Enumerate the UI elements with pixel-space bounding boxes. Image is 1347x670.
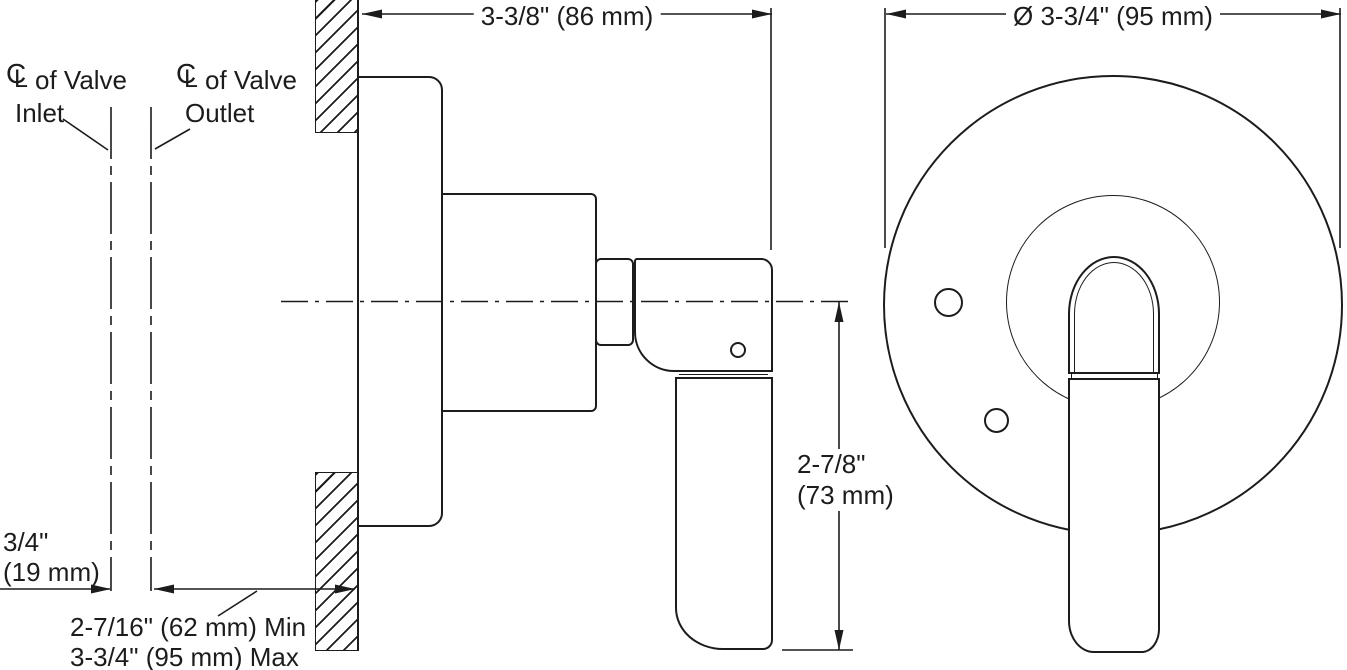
dim-text-faceplate-diameter: Ø 3-3/4" (95 mm): [1006, 1, 1220, 31]
wall-hatch-lower: [315, 472, 357, 651]
handle-joint-line-side: [679, 374, 768, 375]
arrow-right-icon: [752, 9, 772, 19]
valve-sleeve-side: [441, 193, 597, 412]
arrow-down-icon: [834, 630, 844, 650]
dim-text-handle-drop: 2-7/8" (73 mm): [793, 449, 898, 511]
handle-hood-inner-line: [1074, 262, 1154, 372]
handle-collar-front: [1071, 374, 1158, 378]
handle-lever-front: [1068, 378, 1160, 653]
escutcheon-plate-side: [357, 76, 443, 527]
dim-text-wall-depth: 2-7/16" (62 mm) Min 3-3/4" (95 mm) Max: [70, 612, 307, 670]
handle-lever-side: [675, 377, 773, 650]
set-screw-side: [730, 342, 746, 358]
handle-body-side: [634, 258, 773, 372]
arrow-left-icon: [154, 584, 174, 594]
handle-hood-front: [1068, 256, 1160, 374]
arrow-up-icon: [834, 302, 844, 322]
arrow-left-icon: [362, 9, 382, 19]
dim-text-faceplate-depth: 3-3/8" (86 mm): [473, 1, 661, 31]
wall-hatch-upper: [315, 0, 357, 133]
valve-stem-side: [595, 258, 634, 346]
outlet-label-line2: Outlet: [185, 98, 255, 128]
screw-hole-lower: [984, 408, 1009, 433]
inlet-label-line2: Inlet: [15, 98, 65, 128]
dim-text-inlet-offset: 3/4" (19 mm): [3, 527, 100, 587]
arrow-right-icon: [1321, 9, 1341, 19]
leader-outlet: [154, 128, 191, 150]
arrow-left-icon: [886, 9, 906, 19]
screw-hole-upper: [934, 288, 963, 317]
